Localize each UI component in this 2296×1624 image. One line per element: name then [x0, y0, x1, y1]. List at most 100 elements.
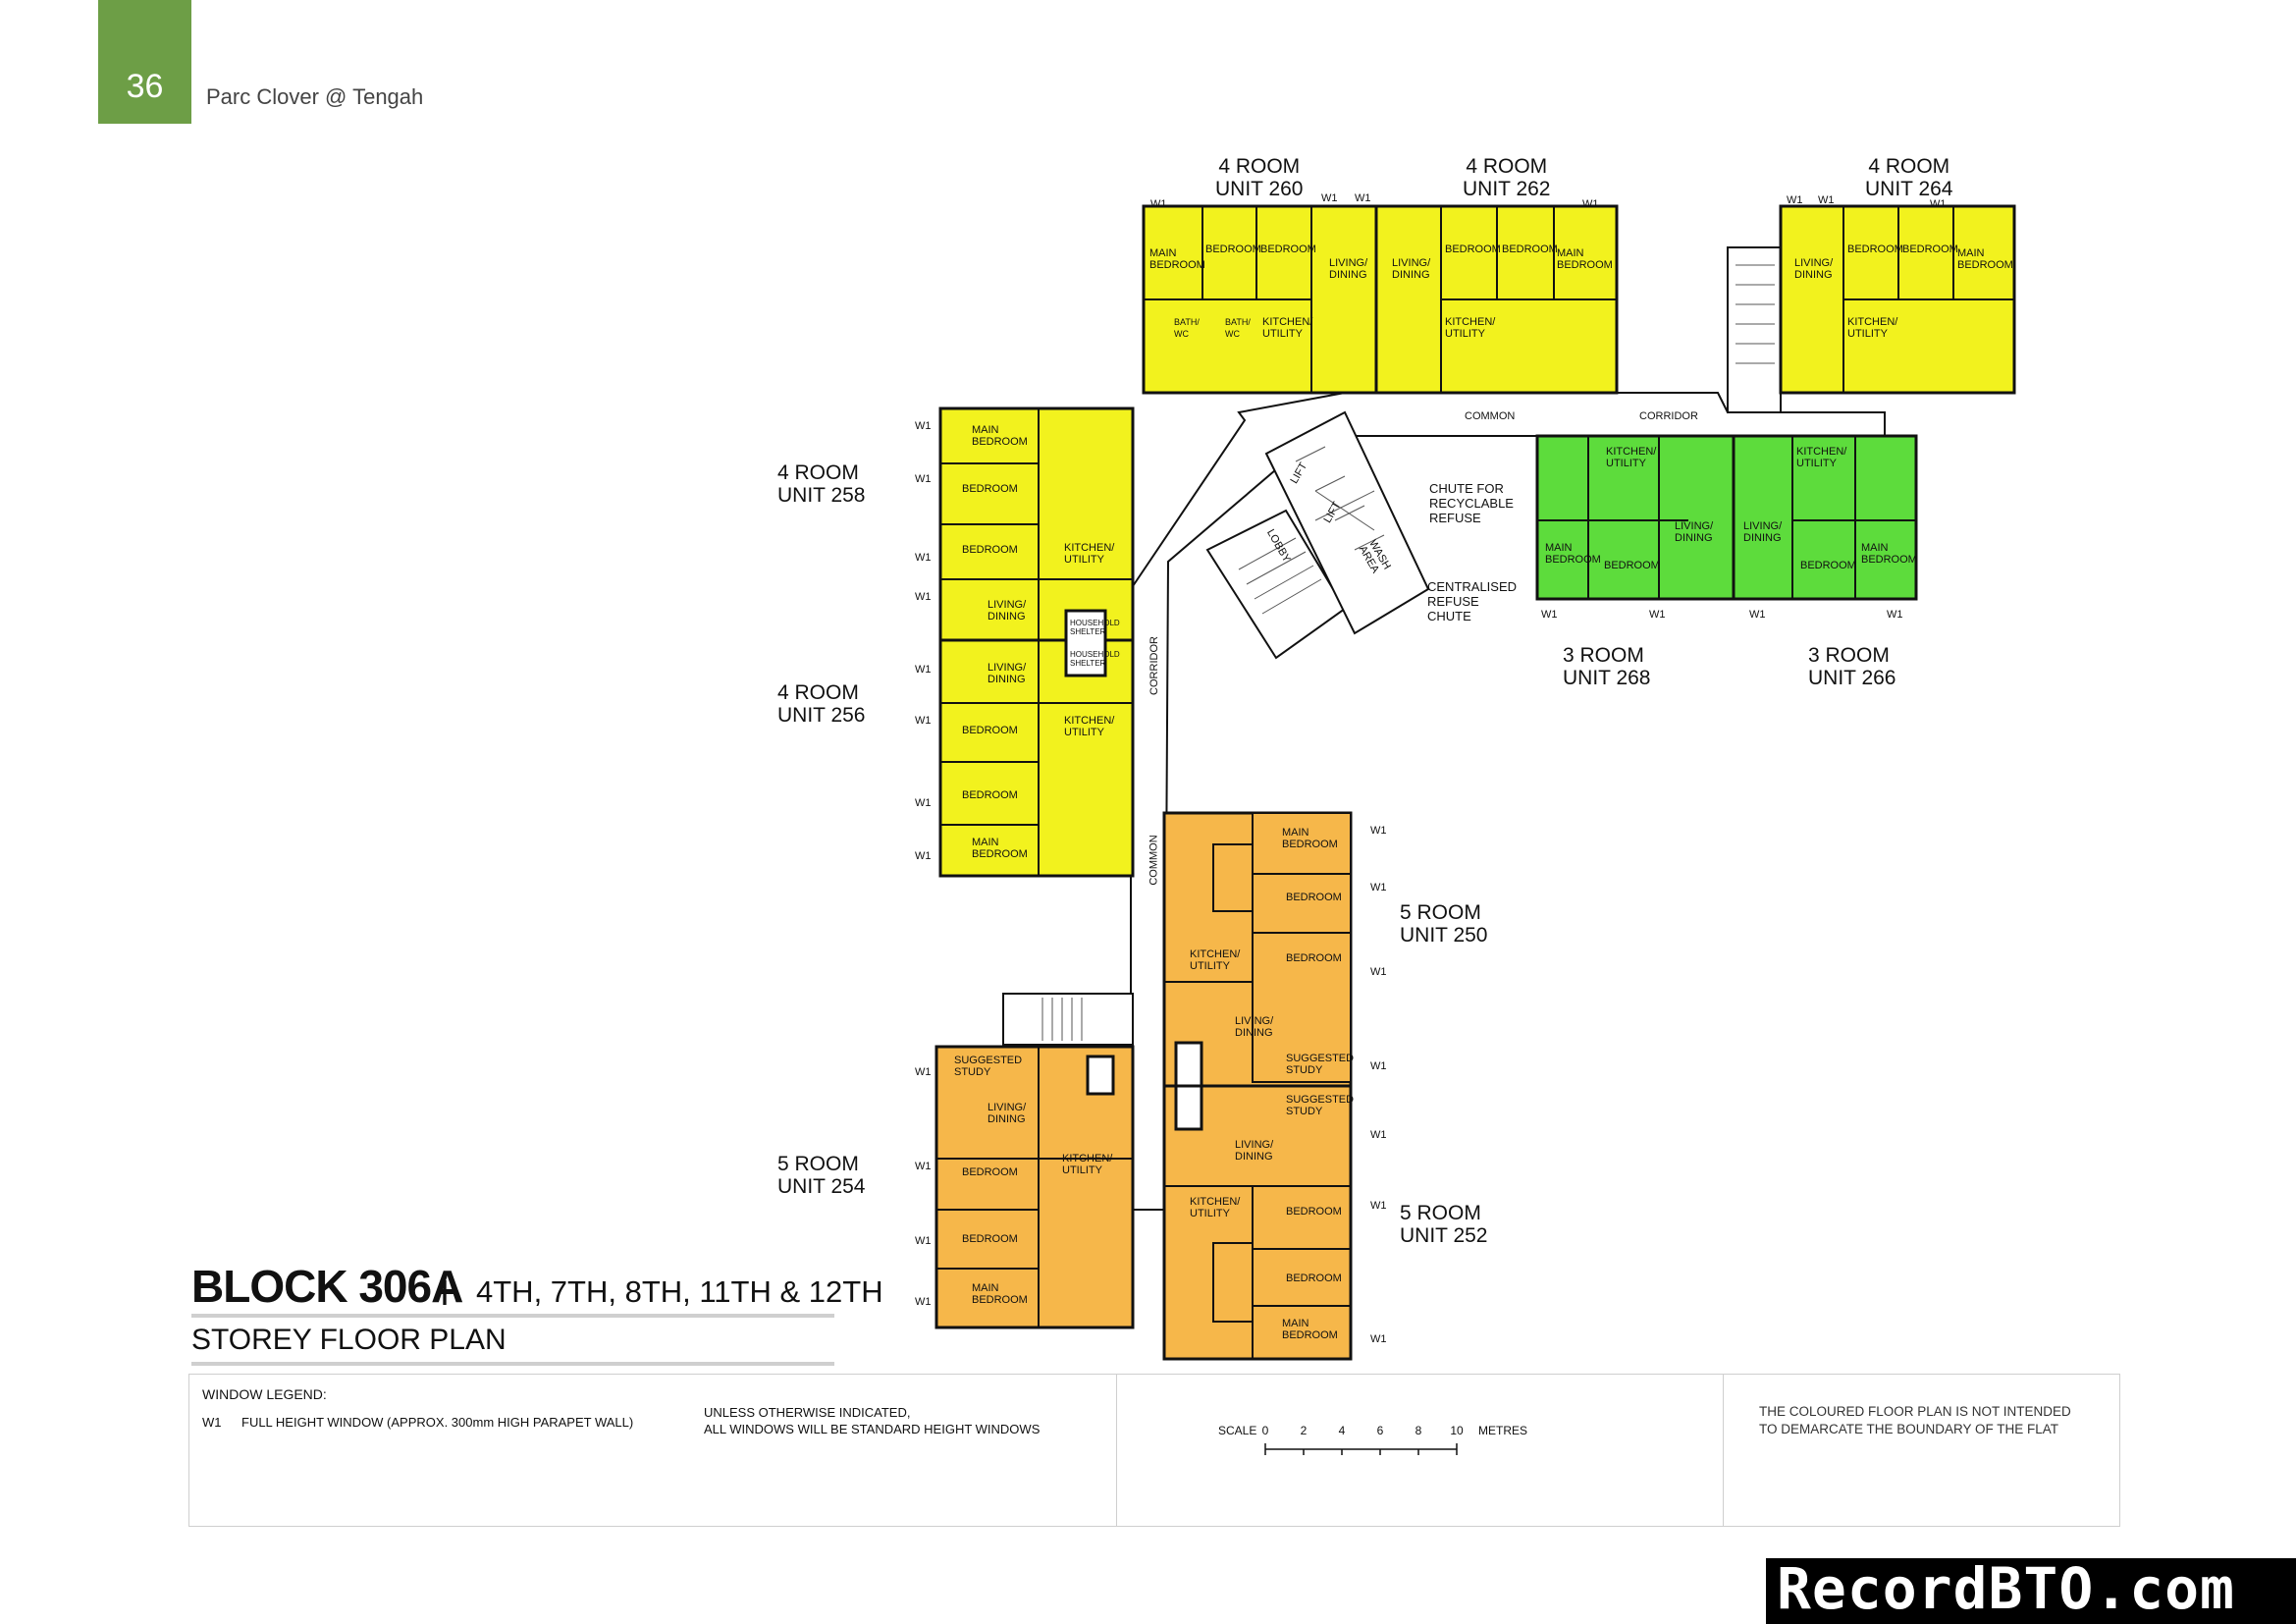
room-bedroom-264b: BEDROOM: [1902, 244, 1958, 255]
room-bedroom-252b: BEDROOM: [1286, 1272, 1342, 1284]
window-marker: W1: [1582, 198, 1599, 210]
household-shelter-254: [1086, 1055, 1115, 1096]
household-shelter-left: [1064, 609, 1107, 677]
window-marker: W1: [915, 473, 932, 485]
window-marker: W1: [1370, 966, 1387, 978]
block-title: BLOCK 306A: [191, 1261, 463, 1312]
window-marker: W1: [915, 664, 932, 676]
room-living-258: LIVING/DINING: [988, 599, 1027, 623]
watermark-bar: [1766, 1558, 2296, 1624]
room-kitchen-262: KITCHEN/UTILITY: [1445, 316, 1496, 340]
scale-tick: 6: [1376, 1424, 1384, 1437]
scale-label: SCALE: [1218, 1424, 1257, 1437]
disclaimer-line1: THE COLOURED FLOOR PLAN IS NOT INTENDED: [1759, 1404, 2071, 1419]
unit-252-fill: [1162, 1084, 1353, 1361]
window-marker: W1: [1787, 194, 1803, 206]
room-bedroom-260a: BEDROOM: [1205, 244, 1261, 255]
window-marker: W1: [1370, 1333, 1387, 1345]
window-marker: W1: [1355, 192, 1371, 204]
window-marker: W1: [1150, 198, 1167, 210]
room-kitchen-266: KITCHEN/UTILITY: [1796, 446, 1847, 469]
room-bath-260a: BATH/WC: [1174, 317, 1200, 339]
window-marker: W1: [1930, 198, 1947, 210]
block-floors: 4TH, 7TH, 8TH, 11TH & 12TH: [476, 1274, 883, 1309]
window-marker: W1: [1541, 609, 1558, 621]
window-legend-code: W1: [202, 1415, 222, 1430]
room-bedroom-250b: BEDROOM: [1286, 952, 1342, 964]
room-bedroom-258b: BEDROOM: [962, 544, 1018, 556]
title-rule: [191, 1314, 834, 1318]
room-kitchen-268: KITCHEN/UTILITY: [1606, 446, 1657, 469]
window-marker: W1: [1749, 609, 1766, 621]
room-bedroom-260b: BEDROOM: [1260, 244, 1316, 255]
window-marker: W1: [915, 715, 932, 727]
room-living-256: LIVING/DINING: [988, 662, 1027, 685]
block-subtitle: STOREY FLOOR PLAN: [191, 1324, 507, 1356]
window-marker: W1: [915, 552, 932, 564]
unit-250-fill: [1162, 811, 1353, 1088]
window-marker: W1: [915, 850, 932, 862]
document-title: Parc Clover @ Tengah: [206, 84, 424, 109]
room-kitchen-254: KITCHEN/UTILITY: [1062, 1153, 1113, 1176]
window-marker: W1: [915, 1161, 932, 1172]
room-living-252: LIVING/DINING: [1235, 1139, 1274, 1163]
label-corridor-top: CORRIDOR: [1639, 410, 1698, 422]
legend-divider: [1116, 1374, 1117, 1527]
room-kitchen-260: KITCHEN/UTILITY: [1262, 316, 1313, 340]
scale-tick: 0: [1261, 1424, 1269, 1437]
room-bedroom-254b: BEDROOM: [962, 1233, 1018, 1245]
window-marker: W1: [915, 1235, 932, 1247]
room-kitchen-258: KITCHEN/UTILITY: [1064, 542, 1115, 566]
legend-box: [188, 1374, 2120, 1527]
legend-divider: [1723, 1374, 1724, 1527]
page-number: 36: [126, 68, 164, 105]
scale-tick: 10: [1450, 1424, 1464, 1437]
unit-256-fill: [938, 638, 1135, 878]
room-bath-260b: BATH/WC: [1225, 317, 1251, 339]
window-marker: W1: [915, 1066, 932, 1078]
scale-unit: METRES: [1478, 1424, 1528, 1437]
window-marker: W1: [1370, 1129, 1387, 1141]
scale-tick: 4: [1338, 1424, 1346, 1437]
room-bedroom-264a: BEDROOM: [1847, 244, 1903, 255]
window-marker: W1: [1649, 609, 1666, 621]
unit-260-fill: [1142, 204, 1378, 395]
scale-bar: [1264, 1443, 1458, 1455]
room-bedroom-262b: BEDROOM: [1502, 244, 1558, 255]
disclaimer-line2: TO DEMARCATE THE BOUNDARY OF THE FLAT: [1759, 1422, 2059, 1436]
room-bedroom-258a: BEDROOM: [962, 483, 1018, 495]
block-title-separator: I: [440, 1272, 451, 1313]
unit-262-fill: [1374, 204, 1619, 395]
window-marker: W1: [1370, 1200, 1387, 1212]
room-living-264: LIVING/DINING: [1794, 257, 1834, 281]
window-marker: W1: [915, 1296, 932, 1308]
watermark-text: RecordBTO.com: [1777, 1555, 2235, 1622]
room-bedroom-252a: BEDROOM: [1286, 1206, 1342, 1218]
room-kitchen-250: KITCHEN/UTILITY: [1190, 948, 1241, 972]
window-note-line2: ALL WINDOWS WILL BE STANDARD HEIGHT WIND…: [704, 1422, 1041, 1436]
room-living-262: LIVING/DINING: [1392, 257, 1431, 281]
scale-tick: 2: [1300, 1424, 1308, 1437]
window-legend-title: WINDOW LEGEND:: [202, 1386, 327, 1402]
room-bedroom-250a: BEDROOM: [1286, 892, 1342, 903]
unit-258-fill: [938, 406, 1135, 642]
